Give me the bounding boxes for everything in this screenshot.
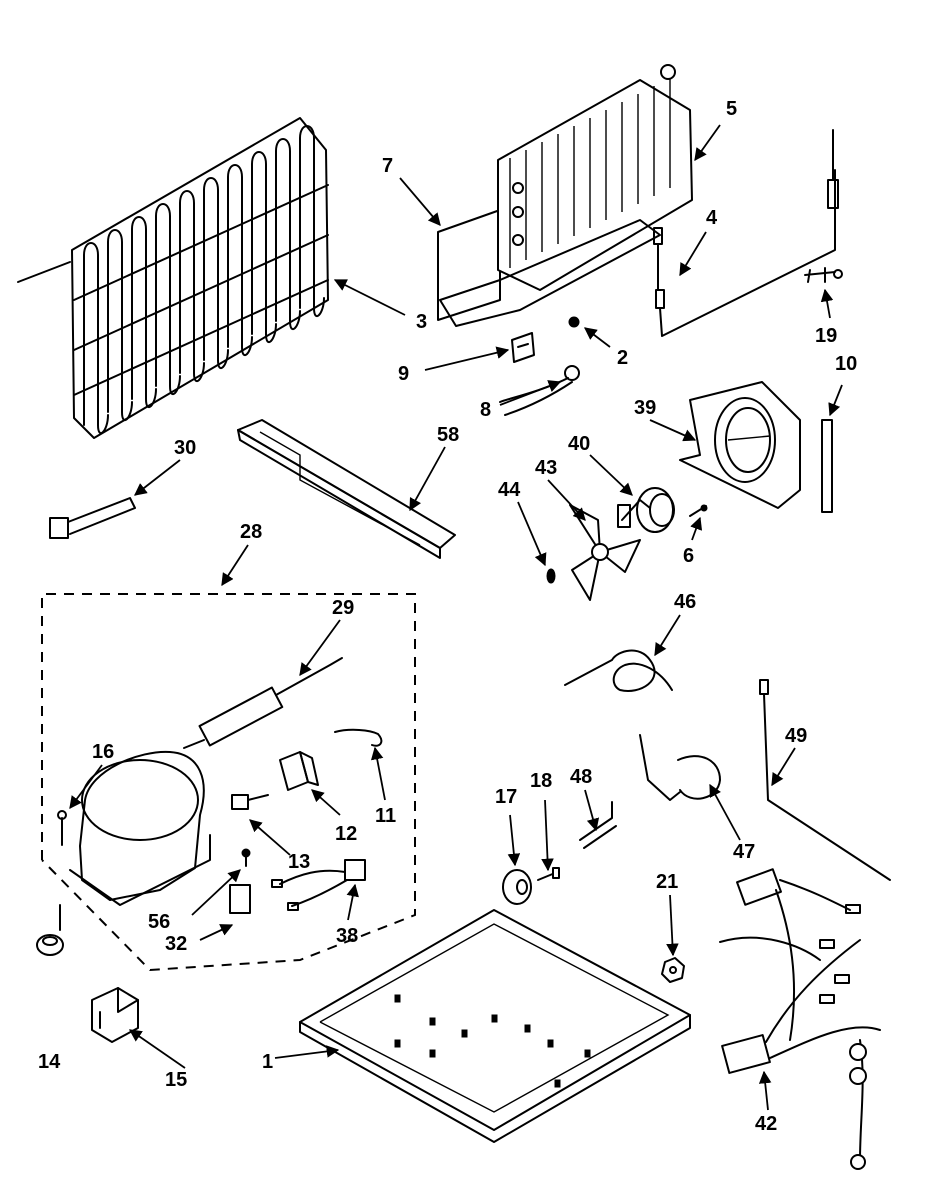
fan-shroud-part-39 bbox=[679, 381, 801, 509]
label-part-2: 2 bbox=[617, 347, 628, 369]
fan-motor-part-40 bbox=[617, 487, 675, 533]
label-part-14: 14 bbox=[38, 1051, 61, 1073]
condenser-coil-part bbox=[17, 117, 329, 439]
label-part-43: 43 bbox=[535, 457, 557, 479]
washer-part-44 bbox=[546, 568, 556, 584]
label-part-44: 44 bbox=[498, 479, 521, 501]
screw-part-6 bbox=[689, 504, 708, 517]
label-part-5: 5 bbox=[726, 98, 737, 120]
label-part-16: 16 bbox=[92, 741, 114, 763]
label-part-10: 10 bbox=[835, 353, 857, 375]
compressor-kit-box-part-28 bbox=[41, 593, 416, 972]
label-part-8: 8 bbox=[480, 399, 491, 421]
roller-part-17 bbox=[502, 869, 532, 905]
label-part-9: 9 bbox=[398, 363, 409, 385]
label-part-12: 12 bbox=[335, 823, 357, 845]
label-part-4: 4 bbox=[706, 207, 718, 229]
label-part-46: 46 bbox=[674, 591, 696, 613]
clip-part-19 bbox=[804, 267, 843, 283]
label-part-47: 47 bbox=[733, 841, 755, 863]
main-harness-part-42 bbox=[719, 868, 881, 1170]
screw-part-2 bbox=[568, 316, 580, 328]
screw-part-30 bbox=[49, 497, 136, 539]
label-part-21: 21 bbox=[656, 871, 678, 893]
label-part-29: 29 bbox=[332, 597, 354, 619]
screw-part-18 bbox=[537, 867, 560, 881]
capacitor-part-32 bbox=[229, 884, 251, 914]
callout-labels: 1 2 3 4 5 6 7 8 9 10 11 12 13 14 15 16 1… bbox=[38, 98, 857, 1135]
grommet-part-14 bbox=[36, 904, 64, 956]
tube-part-47 bbox=[639, 734, 721, 801]
leader-lines bbox=[69, 124, 843, 1111]
label-part-40: 40 bbox=[568, 433, 590, 455]
screw-part-56 bbox=[241, 848, 251, 867]
harness-part-38 bbox=[271, 859, 366, 911]
label-part-6: 6 bbox=[683, 545, 694, 567]
label-part-58: 58 bbox=[437, 424, 459, 446]
label-part-28: 28 bbox=[240, 521, 262, 543]
label-part-15: 15 bbox=[165, 1069, 187, 1091]
drain-pan-part-58 bbox=[237, 419, 456, 559]
compressor-part-16 bbox=[57, 750, 211, 906]
label-part-30: 30 bbox=[174, 437, 196, 459]
label-part-13: 13 bbox=[288, 851, 310, 873]
bracket-part-9 bbox=[511, 332, 535, 363]
label-part-1: 1 bbox=[262, 1051, 273, 1073]
label-part-17: 17 bbox=[495, 786, 517, 808]
relay-part-12 bbox=[279, 751, 319, 791]
bracket-part-15 bbox=[91, 987, 139, 1043]
label-part-7: 7 bbox=[382, 155, 393, 177]
label-part-48: 48 bbox=[570, 766, 592, 788]
label-part-42: 42 bbox=[755, 1113, 777, 1135]
label-part-18: 18 bbox=[530, 770, 552, 792]
strip-part-10 bbox=[821, 419, 833, 513]
evaporator-part bbox=[437, 64, 693, 327]
label-part-49: 49 bbox=[785, 725, 807, 747]
label-part-19: 19 bbox=[815, 325, 837, 347]
base-pan-part-1 bbox=[299, 909, 691, 1143]
label-part-39: 39 bbox=[634, 397, 656, 419]
overload-part-13 bbox=[231, 794, 269, 810]
defrost-wire-part-4 bbox=[653, 129, 839, 337]
label-part-3: 3 bbox=[416, 311, 427, 333]
label-part-11: 11 bbox=[375, 805, 396, 827]
label-part-32: 32 bbox=[165, 933, 187, 955]
hex-key-part-48 bbox=[579, 801, 617, 849]
label-part-38: 38 bbox=[336, 925, 358, 947]
nut-part-21 bbox=[661, 957, 685, 983]
rod-part-49 bbox=[759, 679, 891, 881]
tube-part-46 bbox=[564, 649, 673, 692]
drier-part-29 bbox=[183, 657, 343, 749]
label-part-56: 56 bbox=[148, 911, 170, 933]
wire-part-11 bbox=[334, 728, 383, 747]
